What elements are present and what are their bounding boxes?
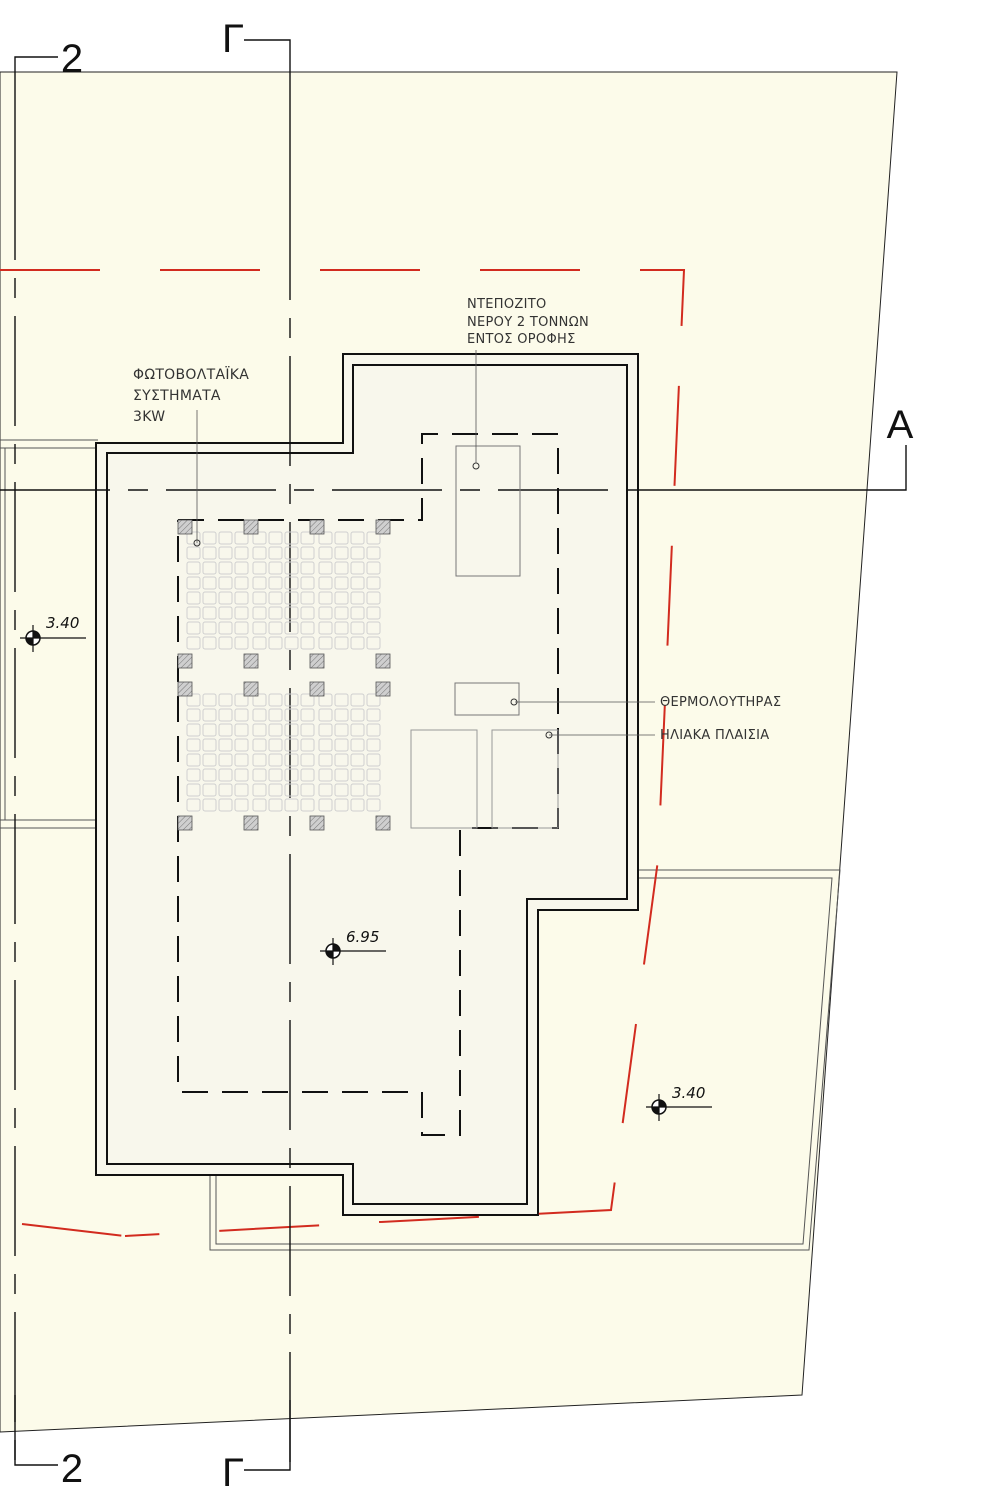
pv-support-post xyxy=(177,653,193,669)
pv-support-post xyxy=(375,653,391,669)
pv-support-post xyxy=(243,653,259,669)
section-line-2 xyxy=(14,56,58,1466)
pv-support-post xyxy=(243,815,259,831)
section-g-label-top: Γ xyxy=(222,17,244,61)
pv-support-post xyxy=(243,681,259,697)
building-inner-wall xyxy=(106,364,628,1205)
pv-panel xyxy=(252,693,315,812)
pv-arrays xyxy=(177,519,391,831)
section-line-g xyxy=(244,39,291,1471)
level-marker-left: 3.40 xyxy=(20,614,86,652)
pv-support-post xyxy=(177,815,193,831)
level-roof-value: 6.95 xyxy=(346,928,379,946)
pv-support-post xyxy=(375,681,391,697)
solar-panel-marker xyxy=(545,731,553,739)
eave-boundary-line xyxy=(0,269,686,1237)
pv-label-line1: ΦΩΤΟΒΟΛΤΑΪΚΑ xyxy=(133,365,249,383)
water-heater-marker xyxy=(510,698,518,706)
floor-below-dashed-outline xyxy=(177,433,559,1136)
pv-panel xyxy=(186,531,249,650)
pv-support-post xyxy=(309,653,325,669)
section-g-label-bottom: Γ xyxy=(222,1451,244,1495)
pv-support-post xyxy=(177,681,193,697)
section-a-label: A xyxy=(887,403,914,447)
section-2-label-bottom: 2 xyxy=(61,1447,83,1491)
tank-label-line1: ΝΤΕΠΟΖΙΤΟ xyxy=(467,297,547,312)
pv-support-post xyxy=(309,815,325,831)
solar-panel-2 xyxy=(491,729,559,829)
pv-support-post xyxy=(309,681,325,697)
level-marker-roof: 6.95 xyxy=(320,928,386,965)
pv-marker xyxy=(193,539,201,547)
pv-support-post xyxy=(177,519,193,535)
section-2-label-top: 2 xyxy=(61,37,83,81)
level-marker-right: 3.40 xyxy=(646,1084,712,1121)
pv-panel xyxy=(186,693,249,812)
tank-label-line3: ΕΝΤΟΣ ΟΡΟΦΗΣ xyxy=(467,332,576,347)
pv-support-post xyxy=(243,519,259,535)
tank-label-line2: ΝΕΡΟΥ 2 ΤΟΝΝΩΝ xyxy=(467,315,589,330)
water-heater-label: ΘΕΡΜΟΛΟΥΤΗΡΑΣ xyxy=(660,695,781,710)
pv-panel xyxy=(318,531,381,650)
pv-support-post xyxy=(375,815,391,831)
pv-panel xyxy=(318,693,381,812)
solar-panel-1 xyxy=(410,729,478,829)
right-terrace xyxy=(209,869,841,1251)
level-right-value: 3.40 xyxy=(672,1084,705,1102)
left-terrace xyxy=(0,439,98,829)
level-left-value: 3.40 xyxy=(46,614,79,632)
leader-lines xyxy=(196,350,655,736)
solar-panels-label: ΗΛΙΑΚΑ ΠΛΑΙΣΙΑ xyxy=(660,728,769,743)
pv-label-line2: ΣΥΣΤΗΜΑΤΑ xyxy=(133,388,221,404)
section-line-a xyxy=(0,445,907,491)
pv-support-post xyxy=(309,519,325,535)
pv-label-line3: 3KW xyxy=(133,409,165,425)
pv-support-post xyxy=(375,519,391,535)
water-tank xyxy=(455,445,521,577)
water-heater xyxy=(454,682,520,716)
pv-panel xyxy=(252,531,315,650)
